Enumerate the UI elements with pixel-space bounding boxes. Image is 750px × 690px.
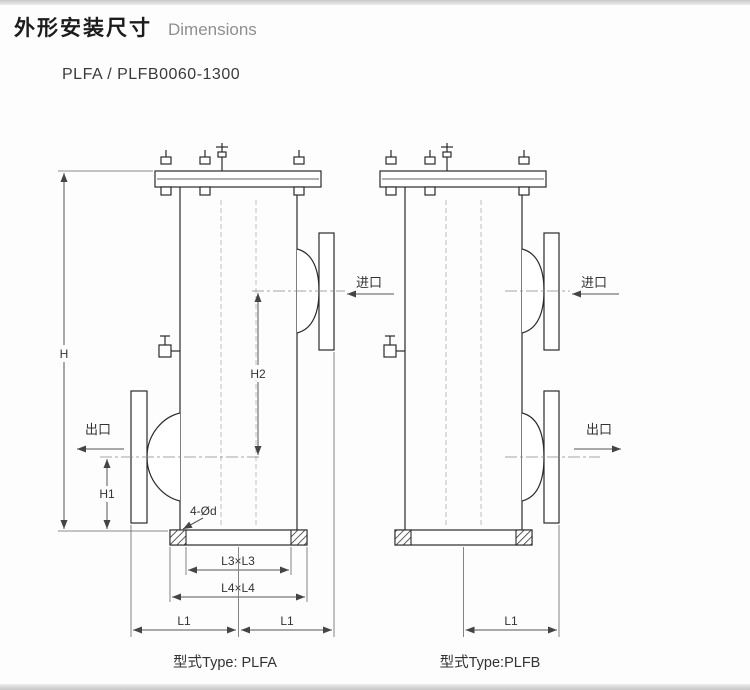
plfa-vent-fitting [216, 143, 228, 171]
plfa-dim-l1: L1 L1 [130, 352, 335, 637]
plfb-outlet-label: 出口 [586, 422, 612, 437]
scan-edge-bottom [0, 684, 750, 690]
plfb-outlet-nozzle [505, 390, 600, 524]
dim-l1-left-label: L1 [177, 614, 191, 628]
plfb-dim-l1: L1 [463, 525, 560, 637]
plfb-body-shell [404, 187, 523, 530]
plfb-bottom-flange [394, 529, 533, 546]
caption-plfa: 型式Type: PLFA [173, 654, 277, 671]
plfa-dim-h1: H1 [92, 459, 122, 529]
dim-h2-label: H2 [250, 367, 266, 381]
dim-holes-label: 4-Ød [190, 504, 217, 518]
plfa-outlet-nozzle [100, 390, 262, 524]
plfa-dim-holes: 4-Ød [182, 504, 217, 530]
page-title-en: Dimensions [168, 20, 257, 39]
plfb-inlet-nozzle [505, 232, 570, 351]
vessel-plfa: 进口 出口 H H1 [54, 143, 394, 671]
caption-plfb: 型式Type:PLFB [440, 654, 541, 671]
plfa-drain-valve [158, 335, 180, 358]
plfb-inlet-flow: 进口 [572, 275, 619, 298]
plfb-drain-valve [383, 335, 405, 358]
plfa-top-flange [154, 143, 322, 196]
model-code: PLFA / PLFB0060-1300 [62, 66, 241, 83]
dim-l1-right-label: L1 [280, 614, 294, 628]
plfa-inlet-nozzle [252, 232, 345, 351]
plfa-dim-h2: H2 [243, 293, 273, 455]
dim-h-label: H [60, 347, 69, 361]
plfa-dim-h: H [54, 170, 168, 532]
page-title-zh: 外形安装尺寸 [14, 17, 152, 40]
scan-edge-top [0, 0, 750, 5]
plfa-body-shell [179, 187, 298, 530]
plfb-outlet-flow: 出口 [574, 422, 621, 453]
plfa-inlet-label: 进口 [356, 275, 382, 290]
vessel-plfb: 进口 出口 L1 型式Type:PLFB [379, 143, 621, 671]
plfa-outlet-label: 出口 [85, 422, 111, 437]
plfb-vent-fitting [441, 143, 453, 171]
plfa-bottom-flange [169, 529, 308, 546]
plfa-outlet-flow: 出口 [77, 422, 124, 453]
plfb-top-flange [379, 143, 547, 196]
plfa-inlet-flow: 进口 [347, 275, 394, 298]
dim-h1-label: H1 [99, 487, 115, 501]
plfb-dim-l1-label: L1 [504, 614, 518, 628]
plfb-inlet-label: 进口 [581, 275, 607, 290]
page-title: 外形安装尺寸 Dimensions [14, 12, 257, 42]
